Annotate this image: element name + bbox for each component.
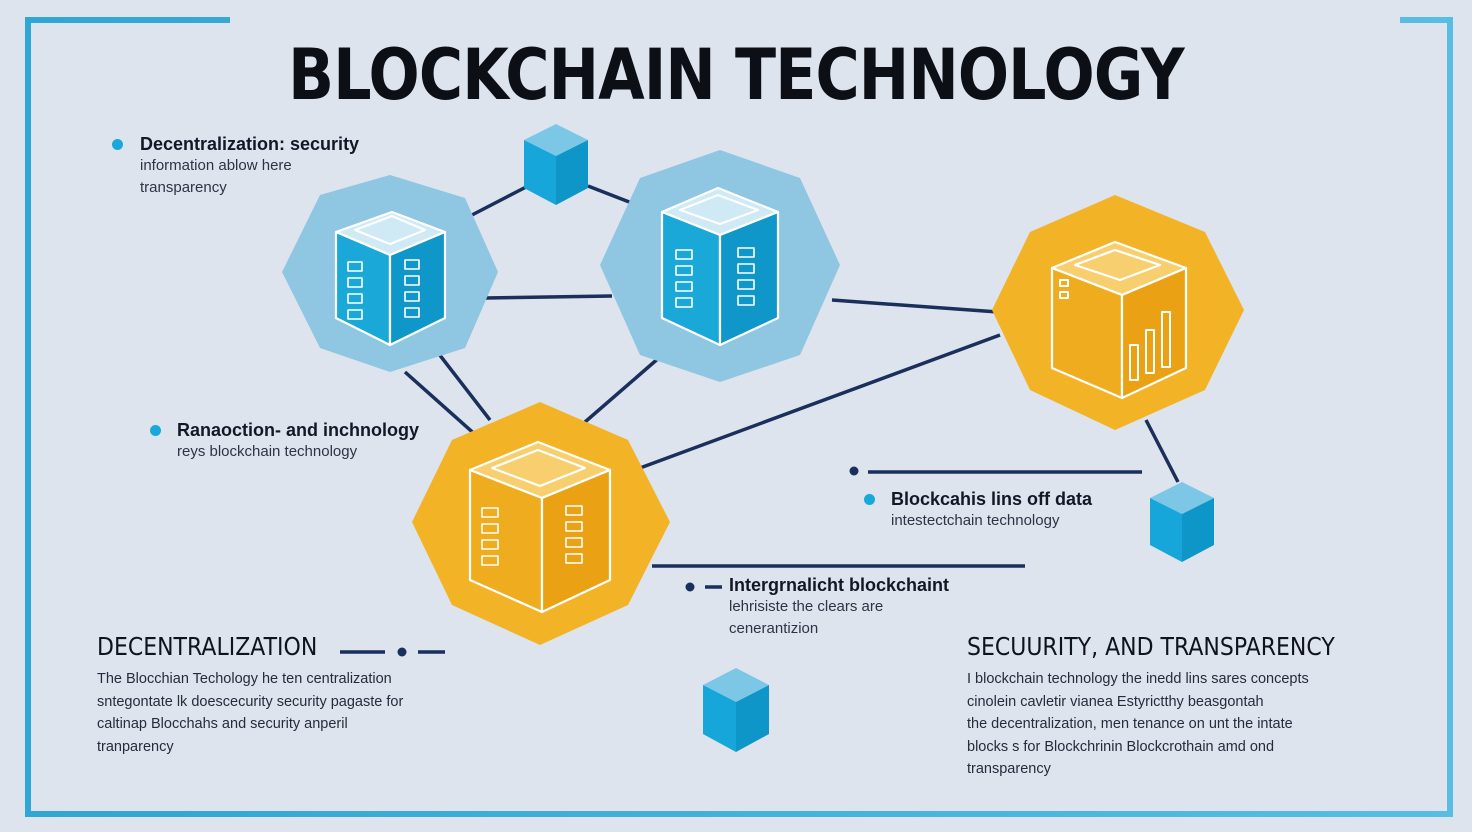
note-heading: Blockcahis lins off data <box>891 489 1093 509</box>
note-line: transparency <box>140 179 227 196</box>
note-right: Blockcahis lins off data intestectchain … <box>864 489 1092 532</box>
note-heading: Decentralization: security <box>140 134 360 154</box>
section-title-security: SECUURITY, AND TRANSPARENCY <box>967 632 1335 661</box>
paragraph-line: caltinap Blocchahs and security anperil <box>97 716 348 732</box>
connector-line <box>484 294 613 300</box>
connector-line <box>1144 419 1180 483</box>
note-line: information ablow here <box>140 157 292 174</box>
paragraph-line: sntegontate lk doescecurity security pag… <box>97 693 404 710</box>
paragraph-line: The Blocchian Techology he ten centraliz… <box>97 671 392 687</box>
note-line: intestectchain technology <box>891 512 1060 529</box>
paragraph-line: the decentralization, men tenance on unt… <box>967 716 1293 732</box>
server-cube-icon <box>468 440 612 614</box>
small-cube-icon <box>524 124 588 205</box>
connector-line <box>430 343 492 422</box>
gold-node-bottom <box>412 402 670 645</box>
connector-line <box>583 348 670 424</box>
paragraph-line: cinolein cavletir vianea Estyrictthy bea… <box>967 693 1264 710</box>
connector-lines <box>340 170 1180 657</box>
connector-dot <box>849 466 859 476</box>
connector-dot <box>397 647 407 657</box>
page-title: BLOCKCHAIN TECHNOLOGY <box>288 34 1184 116</box>
paragraph-line: transparency <box>967 761 1051 777</box>
section-text-left: The Blocchian Techology he ten centraliz… <box>97 668 497 758</box>
paragraph-line: I blockchain technology the inedd lins s… <box>967 671 1309 687</box>
paragraph-line: tranparency <box>97 738 174 755</box>
note-top-left: Decentralization: security information a… <box>112 134 359 199</box>
note-line: cenerantizion <box>729 620 819 637</box>
connector-line <box>831 298 999 314</box>
gold-node-right <box>992 195 1244 430</box>
blue-node-center <box>600 150 840 382</box>
small-cube-icon <box>1150 482 1214 562</box>
section-title-decentralization: DECENTRALIZATION <box>97 632 318 661</box>
bullet-dot <box>150 425 161 436</box>
note-heading: Ranaoction- and inchnology <box>177 420 419 440</box>
chart-cube-icon <box>1050 240 1188 400</box>
bullet-dot <box>864 494 875 505</box>
bullet-dot <box>112 139 123 150</box>
blue-node-left <box>282 175 498 372</box>
section-text-right: I blockchain technology the inedd lins s… <box>967 668 1367 781</box>
note-heading: Intergrnalicht blockchaint <box>729 575 950 595</box>
connector-dot <box>685 582 695 592</box>
note-line: reys blockchain technology <box>177 443 358 460</box>
note-mid-left: Ranaoction- and inchnology reys blockcha… <box>150 420 419 463</box>
note-line: lehrisiste the clears are <box>729 598 884 615</box>
paragraph-line: blocks s for Blockchrinin Blockcrothain … <box>967 738 1275 755</box>
small-cube-icon <box>703 668 769 752</box>
server-cube-icon <box>660 186 780 347</box>
frame <box>25 16 1455 817</box>
connector-line <box>639 333 1001 470</box>
server-cube-icon <box>334 210 447 347</box>
note-center: Intergrnalicht blockchaint lehrisiste th… <box>729 575 949 640</box>
